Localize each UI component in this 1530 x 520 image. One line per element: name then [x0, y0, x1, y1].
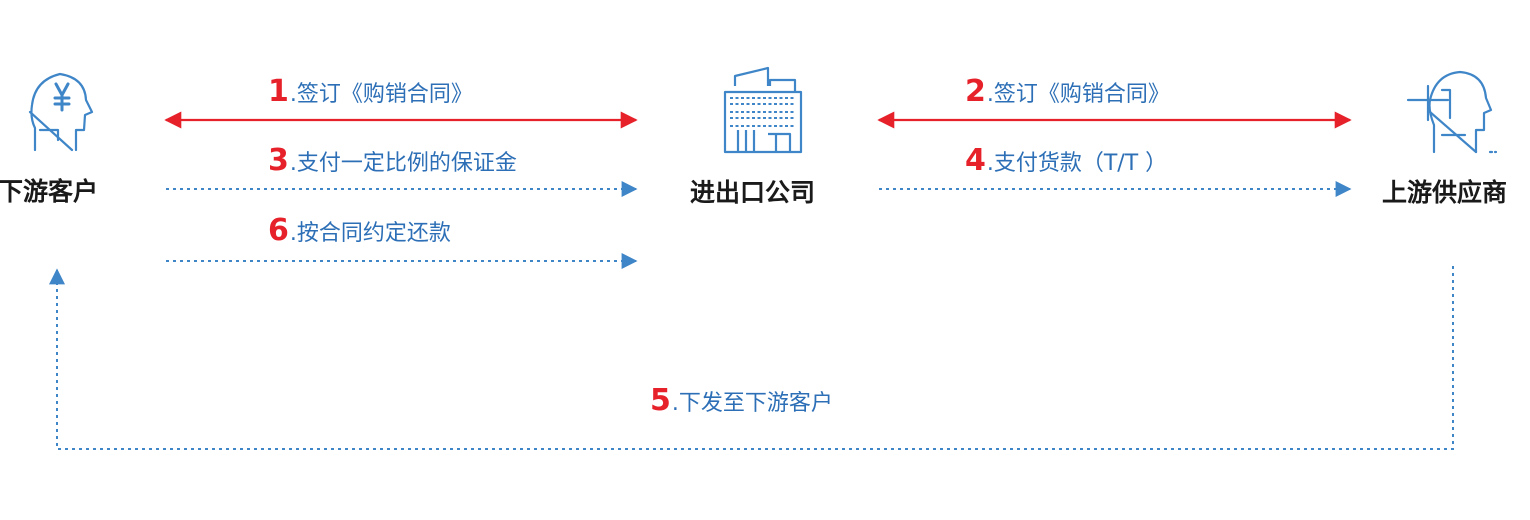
step-6-label: 6.按合同约定还款 [268, 216, 451, 246]
step-2-number: 2 [965, 74, 986, 109]
step-3-label: 3.支付一定比例的保证金 [268, 146, 517, 176]
step-2-label: 2.签订《购销合同》 [965, 77, 1170, 107]
step-1-number: 1 [268, 74, 289, 109]
node-company-label: 进出口公司 [690, 178, 816, 207]
step-4-number: 4 [965, 143, 986, 178]
step-3-number: 3 [268, 143, 289, 178]
step-4-text: .支付货款（T/T ） [986, 151, 1168, 176]
step-2-text: .签订《购销合同》 [986, 82, 1170, 107]
step-6-text: .按合同约定还款 [289, 221, 451, 246]
step-3-text: .支付一定比例的保证金 [289, 151, 517, 176]
step-5-text: .下发至下游客户 [671, 391, 833, 416]
step-6-number: 6 [268, 213, 289, 248]
office-building-icon [723, 66, 803, 154]
customer-yen-head-icon [28, 72, 94, 152]
step-1-label: 1.签订《购销合同》 [268, 77, 473, 107]
step-4-label: 4.支付货款（T/T ） [965, 146, 1167, 176]
step-5-number: 5 [650, 383, 671, 418]
supplier-head-icon [1406, 70, 1498, 154]
node-upstream-label: 上游供应商 [1382, 178, 1508, 207]
step-5-label: 5.下发至下游客户 [650, 386, 833, 416]
step-1-text: .签订《购销合同》 [289, 82, 473, 107]
arrow-delivery [49, 266, 1454, 450]
node-downstream-label: 下游客户 [0, 177, 99, 206]
